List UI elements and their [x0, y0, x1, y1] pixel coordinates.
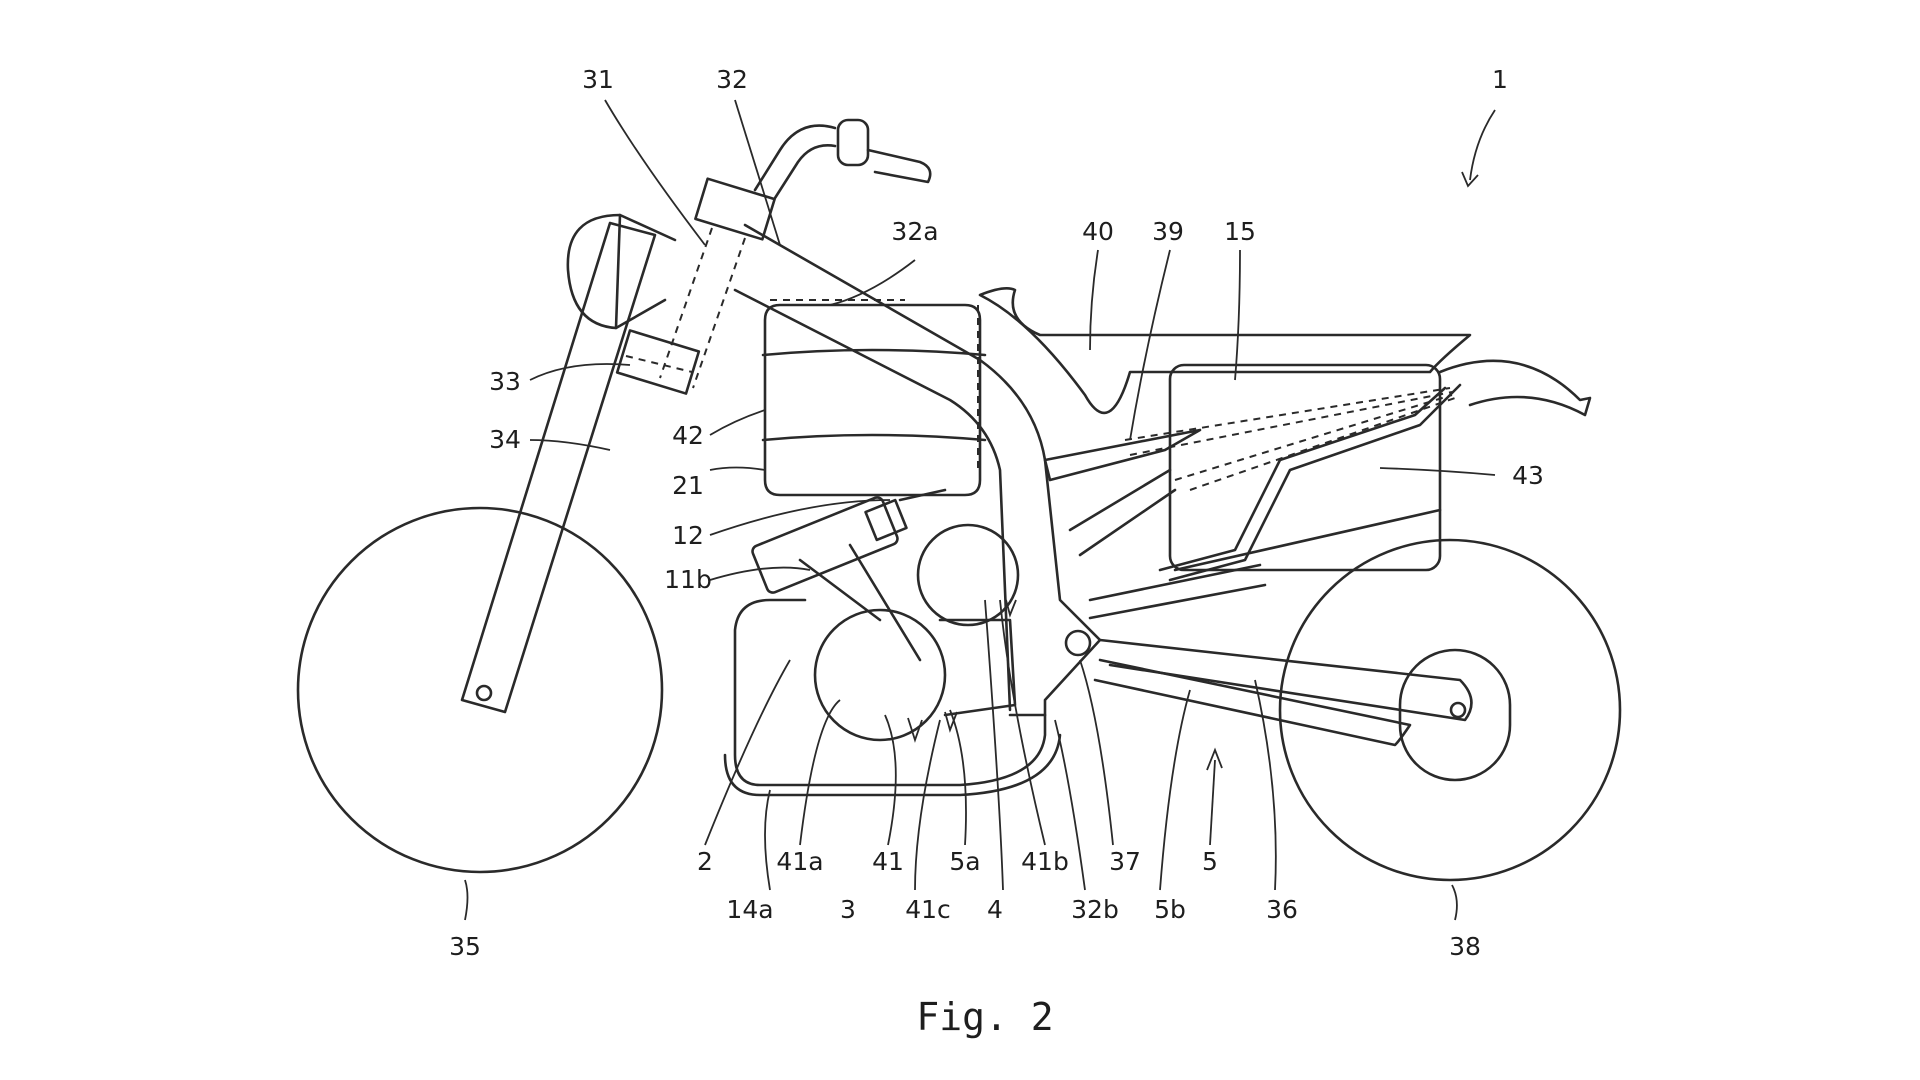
- label-38: 38: [1449, 932, 1481, 961]
- main-frame: [725, 225, 1100, 795]
- label-32: 32: [716, 65, 748, 94]
- label-5a: 5a: [949, 847, 980, 876]
- label-12: 12: [672, 521, 704, 550]
- label-5b: 5b: [1154, 895, 1186, 924]
- label-37: 37: [1109, 847, 1141, 876]
- label-34: 34: [489, 425, 521, 454]
- sub-frame: [1045, 430, 1265, 618]
- label-41b: 41b: [1021, 847, 1069, 876]
- label-35: 35: [449, 932, 481, 961]
- label-1: 1: [1492, 65, 1508, 94]
- label-2: 2: [697, 847, 713, 876]
- rear-fender: [1440, 361, 1590, 415]
- front-wheel: [298, 508, 662, 872]
- label-32a: 32a: [891, 217, 938, 246]
- label-32b: 32b: [1071, 895, 1119, 924]
- label-36: 36: [1266, 895, 1298, 924]
- figure-caption: Fig. 2: [916, 995, 1053, 1039]
- cylinder-head: [751, 490, 945, 594]
- seat: [980, 288, 1470, 413]
- label-5: 5: [1202, 847, 1218, 876]
- label-3: 3: [840, 895, 856, 924]
- label-41c: 41c: [905, 895, 951, 924]
- label-42: 42: [672, 421, 704, 450]
- front-fork: [462, 223, 655, 712]
- label-31: 31: [582, 65, 614, 94]
- label-40: 40: [1082, 217, 1114, 246]
- wiring-39: [1125, 388, 1455, 490]
- label-21: 21: [672, 471, 704, 500]
- label-33: 33: [489, 367, 521, 396]
- handlebar: [755, 120, 930, 198]
- label-43: 43: [1512, 461, 1544, 490]
- pivot-37: [1066, 631, 1090, 655]
- label-11b: 11b: [664, 565, 712, 594]
- steering-shaft: [660, 228, 745, 388]
- label-15: 15: [1224, 217, 1256, 246]
- lower-fork-clamp: [617, 330, 699, 393]
- label-41a: 41a: [776, 847, 823, 876]
- label-14a: 14a: [726, 895, 773, 924]
- label-41: 41: [872, 847, 904, 876]
- label-4: 4: [987, 895, 1003, 924]
- swing-arm: [1095, 640, 1510, 780]
- label-39: 39: [1152, 217, 1184, 246]
- fuel-tank: [763, 300, 985, 495]
